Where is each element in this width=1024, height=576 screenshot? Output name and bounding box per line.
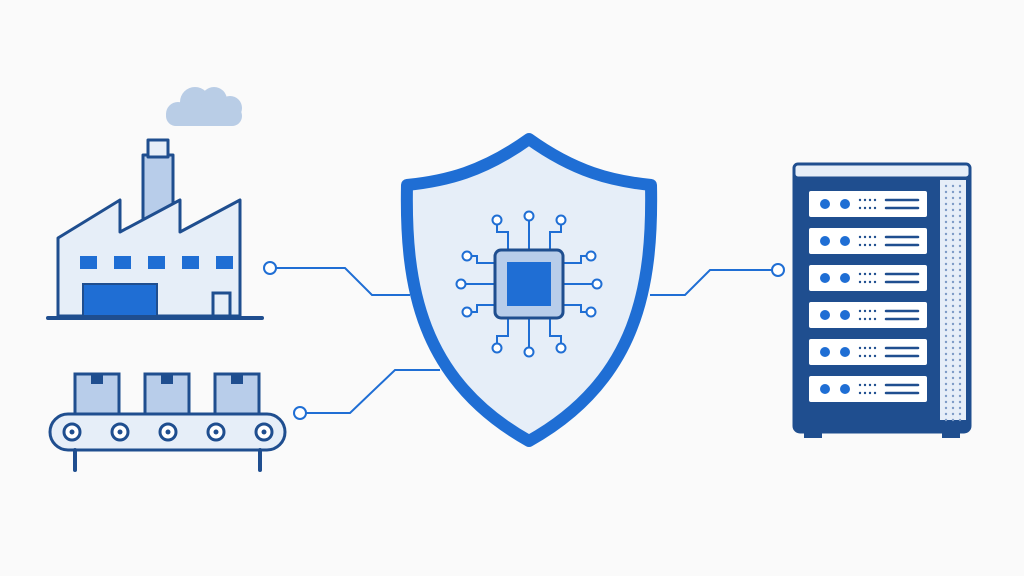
chip-trace — [461, 304, 495, 318]
endpoint-conveyor — [293, 406, 307, 420]
server-status-light — [820, 273, 830, 283]
conveyor-roller — [62, 422, 82, 442]
server-rack-top — [792, 162, 972, 180]
chip-trace — [563, 250, 597, 264]
server-unit — [807, 189, 929, 219]
server-feet — [804, 430, 960, 438]
server-unit — [807, 374, 929, 404]
conveyor-roller — [254, 422, 274, 442]
chip-trace — [455, 278, 495, 290]
chip-core — [507, 262, 551, 306]
chip-trace — [563, 278, 603, 290]
chip-trace — [549, 318, 567, 354]
chip-traces — [455, 210, 603, 358]
chip-trace — [491, 214, 509, 250]
server-status-light — [820, 347, 830, 357]
server-status-light — [820, 384, 830, 394]
security-shield-icon — [400, 133, 658, 447]
conveyor-roller — [158, 422, 178, 442]
microchip-icon — [493, 248, 565, 320]
conveyor-roller — [206, 422, 226, 442]
package-box-icon — [213, 372, 261, 416]
server-unit — [807, 300, 929, 330]
server-status-light — [820, 310, 830, 320]
chip-trace — [491, 318, 509, 354]
connection-endpoints — [263, 261, 785, 420]
server-status-light — [840, 384, 850, 394]
chip-trace — [563, 304, 597, 318]
server-status-light — [840, 347, 850, 357]
package-box-icon — [143, 372, 191, 416]
conveyor-belt-icon — [48, 372, 287, 472]
server-status-light — [820, 236, 830, 246]
conveyor-boxes — [73, 372, 261, 416]
server-status-light — [840, 273, 850, 283]
factory-windows — [80, 256, 233, 269]
conveyor-legs — [73, 448, 262, 472]
server-unit — [807, 263, 929, 293]
server-unit — [807, 226, 929, 256]
server-rack-icon — [792, 162, 972, 438]
conveyor-rollers — [62, 422, 274, 442]
server-unit — [807, 337, 929, 367]
factory-loading-door — [82, 283, 158, 317]
connection-lines — [275, 267, 772, 414]
package-box-icon — [73, 372, 121, 416]
server-status-light — [820, 199, 830, 209]
chip-trace — [523, 318, 535, 358]
line-conveyor-to-shield — [305, 369, 440, 414]
server-status-light — [840, 236, 850, 246]
conveyor-roller — [110, 422, 130, 442]
server-units — [807, 189, 929, 404]
line-factory-to-shield — [275, 267, 410, 296]
chip-trace — [523, 210, 535, 250]
chip-trace — [461, 250, 495, 264]
smoke-cloud-icon — [166, 87, 242, 126]
server-status-light — [840, 199, 850, 209]
endpoint-server — [771, 263, 785, 277]
server-status-light — [840, 310, 850, 320]
chip-trace — [549, 214, 567, 250]
line-shield-to-server — [650, 269, 772, 296]
factory-side-door — [211, 291, 232, 318]
server-vent-dots — [944, 184, 962, 422]
endpoint-factory — [263, 261, 277, 275]
factory-icon — [46, 87, 264, 320]
